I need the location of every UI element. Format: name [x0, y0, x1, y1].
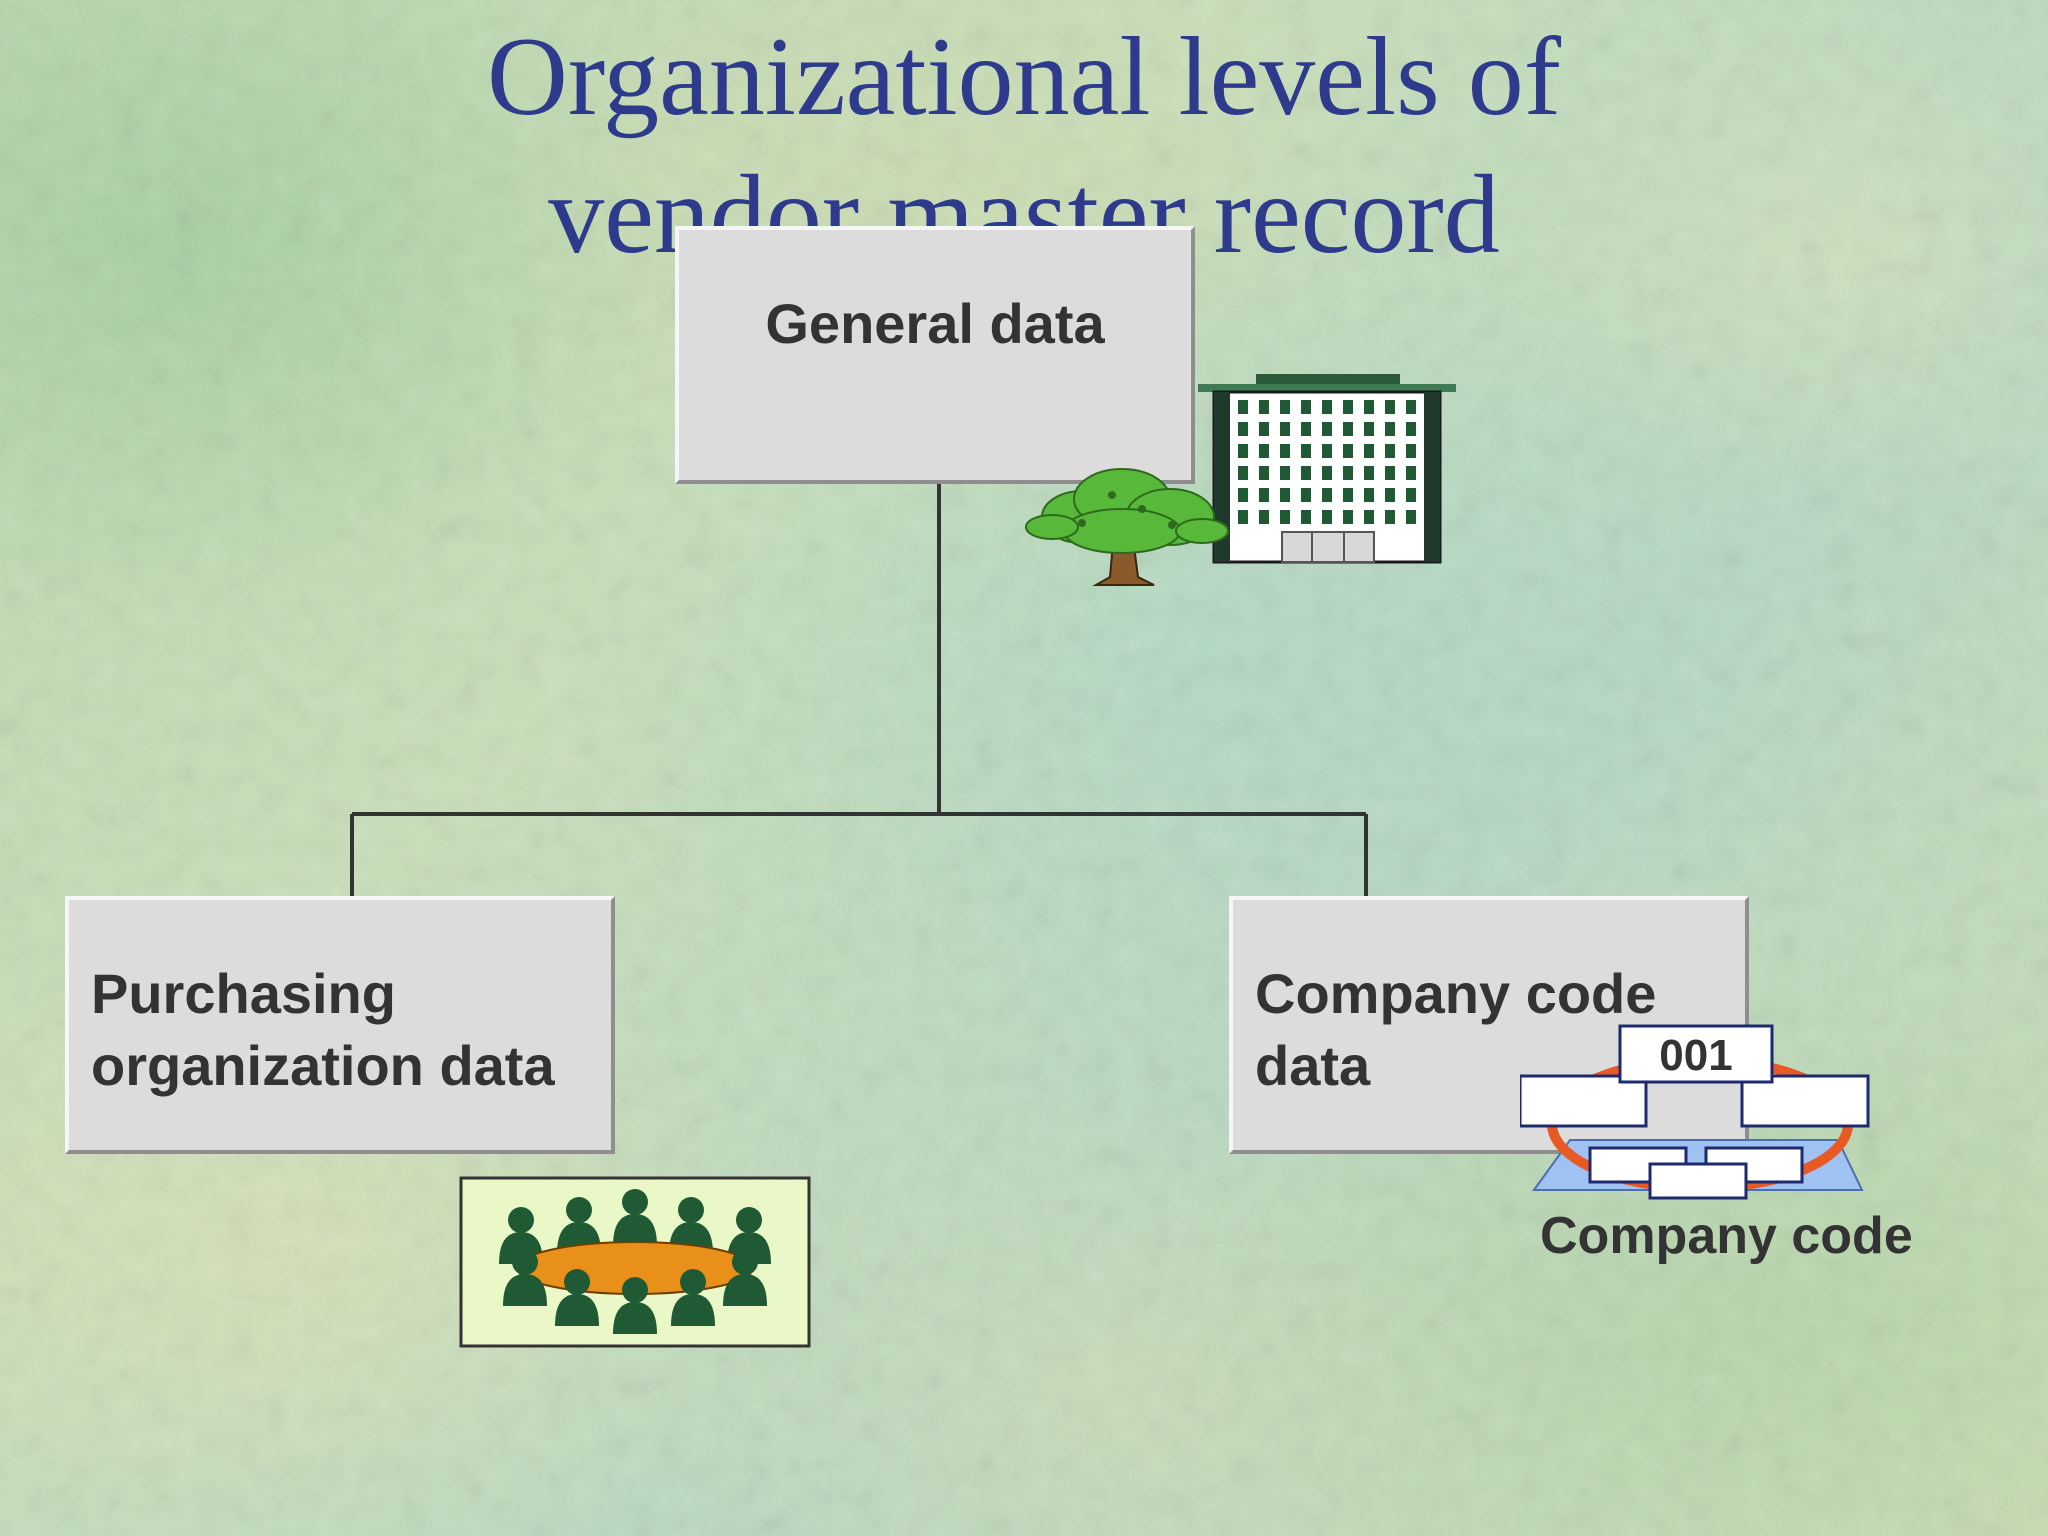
meeting-icon [459, 1176, 811, 1348]
purchasing-label-line-2: organization data [91, 1034, 555, 1097]
slide-title: Organizational levels of vendor master r… [0, 8, 2048, 284]
company-label-line-1: Company code [1255, 962, 1657, 1025]
purchasing-organization-data-box: Purchasing organization data [65, 896, 615, 1154]
company-code-caption: Company code [1540, 1207, 1913, 1265]
title-line-1: Organizational levels of [486, 15, 1561, 139]
company-code-number: 001 [1659, 1031, 1732, 1080]
general-data-label: General data [765, 292, 1105, 355]
tree-icon [1025, 468, 1229, 586]
purchasing-label-line-1: Purchasing [91, 962, 396, 1025]
company-code-icon: 001 [1520, 1024, 1870, 1200]
company-label-line-2: data [1255, 1034, 1371, 1097]
building-icon [1198, 374, 1456, 564]
general-data-box: General data [675, 226, 1195, 484]
